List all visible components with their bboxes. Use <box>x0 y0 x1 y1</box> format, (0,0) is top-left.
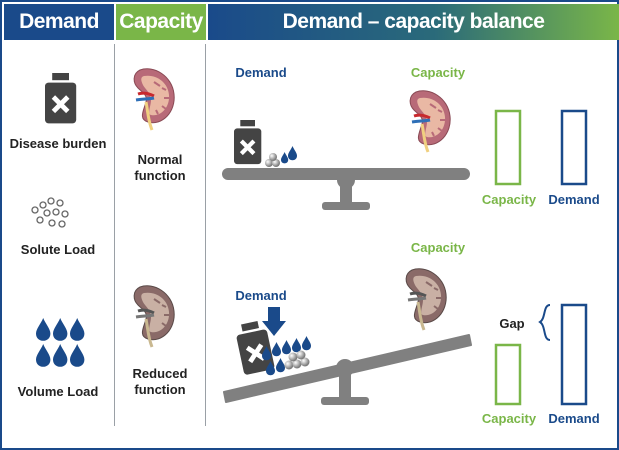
bottom-demand-bar <box>560 303 588 406</box>
header-balance: Demand – capacity balance <box>208 4 619 40</box>
solute-particles-icon <box>31 197 69 228</box>
bottom-demand-label: Demand <box>235 288 287 303</box>
gap-label: Gap <box>499 316 525 331</box>
label-reduced-function: Reduced function <box>132 366 188 397</box>
bottom-kidney-icon <box>404 267 448 332</box>
label-disease-burden: Disease burden <box>9 136 107 151</box>
bottom-solute-balls <box>284 350 310 370</box>
gap-brace-icon <box>538 304 551 341</box>
bottom-bar-demand-label: Demand <box>548 411 600 426</box>
top-demand-bar <box>560 109 588 186</box>
column-divider-1 <box>114 44 115 426</box>
top-bar-capacity-label: Capacity <box>481 192 537 207</box>
top-bar-demand-label: Demand <box>548 192 600 207</box>
top-capacity-bar <box>494 109 522 186</box>
label-volume-load: Volume Load <box>17 384 99 399</box>
kidney-reduced-icon <box>132 284 176 349</box>
tilted-scale <box>223 334 472 405</box>
balanced-scale <box>222 168 470 210</box>
volume-drops-icon <box>36 318 85 367</box>
disease-bottle-icon <box>45 73 76 123</box>
label-normal-function: Normal function <box>134 152 186 183</box>
demand-arrow-icon <box>262 307 286 336</box>
top-demand-label: Demand <box>235 65 287 80</box>
top-bottle-icon <box>234 120 261 164</box>
bottom-capacity-bar <box>494 343 522 406</box>
top-solute-balls <box>265 153 280 167</box>
top-drops <box>281 146 297 164</box>
bottom-capacity-label: Capacity <box>410 240 466 255</box>
column-divider-2 <box>205 44 206 426</box>
bottom-bar-capacity-label: Capacity <box>481 411 537 426</box>
label-solute-load: Solute Load <box>20 242 96 257</box>
top-capacity-label: Capacity <box>410 65 466 80</box>
kidney-normal-icon <box>132 67 176 132</box>
header-demand: Demand <box>4 4 114 40</box>
top-kidney-icon <box>408 89 452 154</box>
header-capacity: Capacity <box>116 4 206 40</box>
